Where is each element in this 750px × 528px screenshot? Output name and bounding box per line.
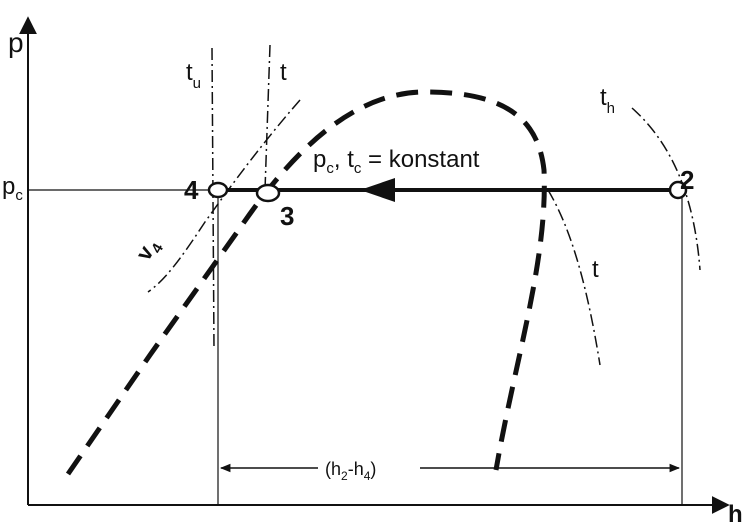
isotherm-t-top-label: t: [280, 59, 287, 86]
isotherm-t-right: [547, 189, 601, 366]
state-point-2-marker: [668, 180, 688, 200]
saturation-dome: [65, 89, 547, 476]
isochore-v4: [147, 99, 301, 293]
state-point-3-label: 3: [280, 201, 294, 231]
process-condition-label: pc, tc = konstant: [313, 146, 480, 177]
x-axis-label: h: [728, 501, 743, 528]
isotherm-th: [631, 107, 701, 271]
process-direction-arrow: [360, 178, 395, 202]
pc-axis-label: pc: [2, 173, 23, 204]
state-point-3-marker: [255, 183, 281, 203]
isotherm-tu-label: tu: [186, 59, 201, 92]
isotherm-tu: [211, 47, 215, 351]
isotherm-t-top: [264, 44, 271, 191]
isotherm-t-right-label: t: [592, 256, 599, 283]
state-point-4-marker: [207, 181, 229, 199]
state-point-4-label: 4: [184, 175, 199, 205]
y-axis-label: p: [8, 27, 24, 58]
isochore-v4-label: v4: [131, 234, 168, 267]
enthalpy-diff-label: (h2-h4): [325, 459, 376, 483]
state-point-2-label: 2: [680, 165, 694, 195]
isotherm-th-label: th: [600, 84, 615, 117]
